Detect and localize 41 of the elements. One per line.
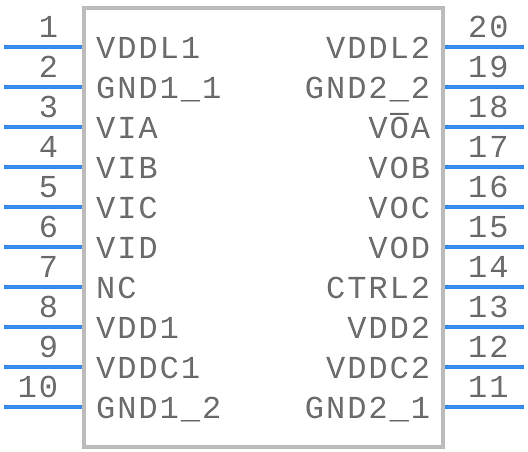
pin-name: GND1_2 (96, 394, 224, 426)
pin-number: 10 (16, 373, 60, 405)
pin-name: VOB (368, 154, 432, 186)
pin-name: VIC (96, 194, 160, 226)
pin-number: 12 (468, 333, 510, 365)
pin-name: VDDL1 (96, 34, 202, 66)
pin-number: 11 (468, 373, 510, 405)
pin-name: VDDC2 (326, 354, 432, 386)
pin-number: 15 (468, 213, 510, 245)
pin-name: VOC (368, 194, 432, 226)
pin-name: VOD (368, 234, 432, 266)
pin-number: 14 (468, 253, 510, 285)
pin-number: 7 (38, 253, 60, 285)
pin-name: VO̅A (368, 114, 432, 146)
pin-number: 16 (468, 173, 510, 205)
pin-number: 13 (468, 293, 510, 325)
pin-number: 3 (38, 93, 60, 125)
pin-name: VDDC1 (96, 354, 202, 386)
pin-name: GND2_2 (304, 74, 432, 106)
pin-number: 4 (38, 133, 60, 165)
pin-name: GND2_1 (304, 394, 432, 426)
pin-number: 1 (38, 13, 60, 45)
pin-name: VDDL2 (326, 34, 432, 66)
pin-number: 17 (468, 133, 510, 165)
pin-number: 20 (468, 13, 510, 45)
pin-name: VIA (96, 114, 160, 146)
pin-name: CTRL2 (326, 274, 432, 306)
pin-name: VDD1 (96, 314, 181, 346)
pin-number: 5 (38, 173, 60, 205)
pin-number: 6 (38, 213, 60, 245)
pin-name: NC (96, 274, 138, 306)
ic-body (82, 6, 445, 449)
pin-number: 19 (468, 53, 510, 85)
pin-name: VDD2 (347, 314, 432, 346)
pin-name: VID (96, 234, 160, 266)
pin-number: 2 (38, 53, 60, 85)
pin-number: 18 (468, 93, 510, 125)
pin-name: GND1_1 (96, 74, 224, 106)
pin-name: VIB (96, 154, 160, 186)
pin-number: 9 (38, 333, 60, 365)
pin-number: 8 (38, 293, 60, 325)
